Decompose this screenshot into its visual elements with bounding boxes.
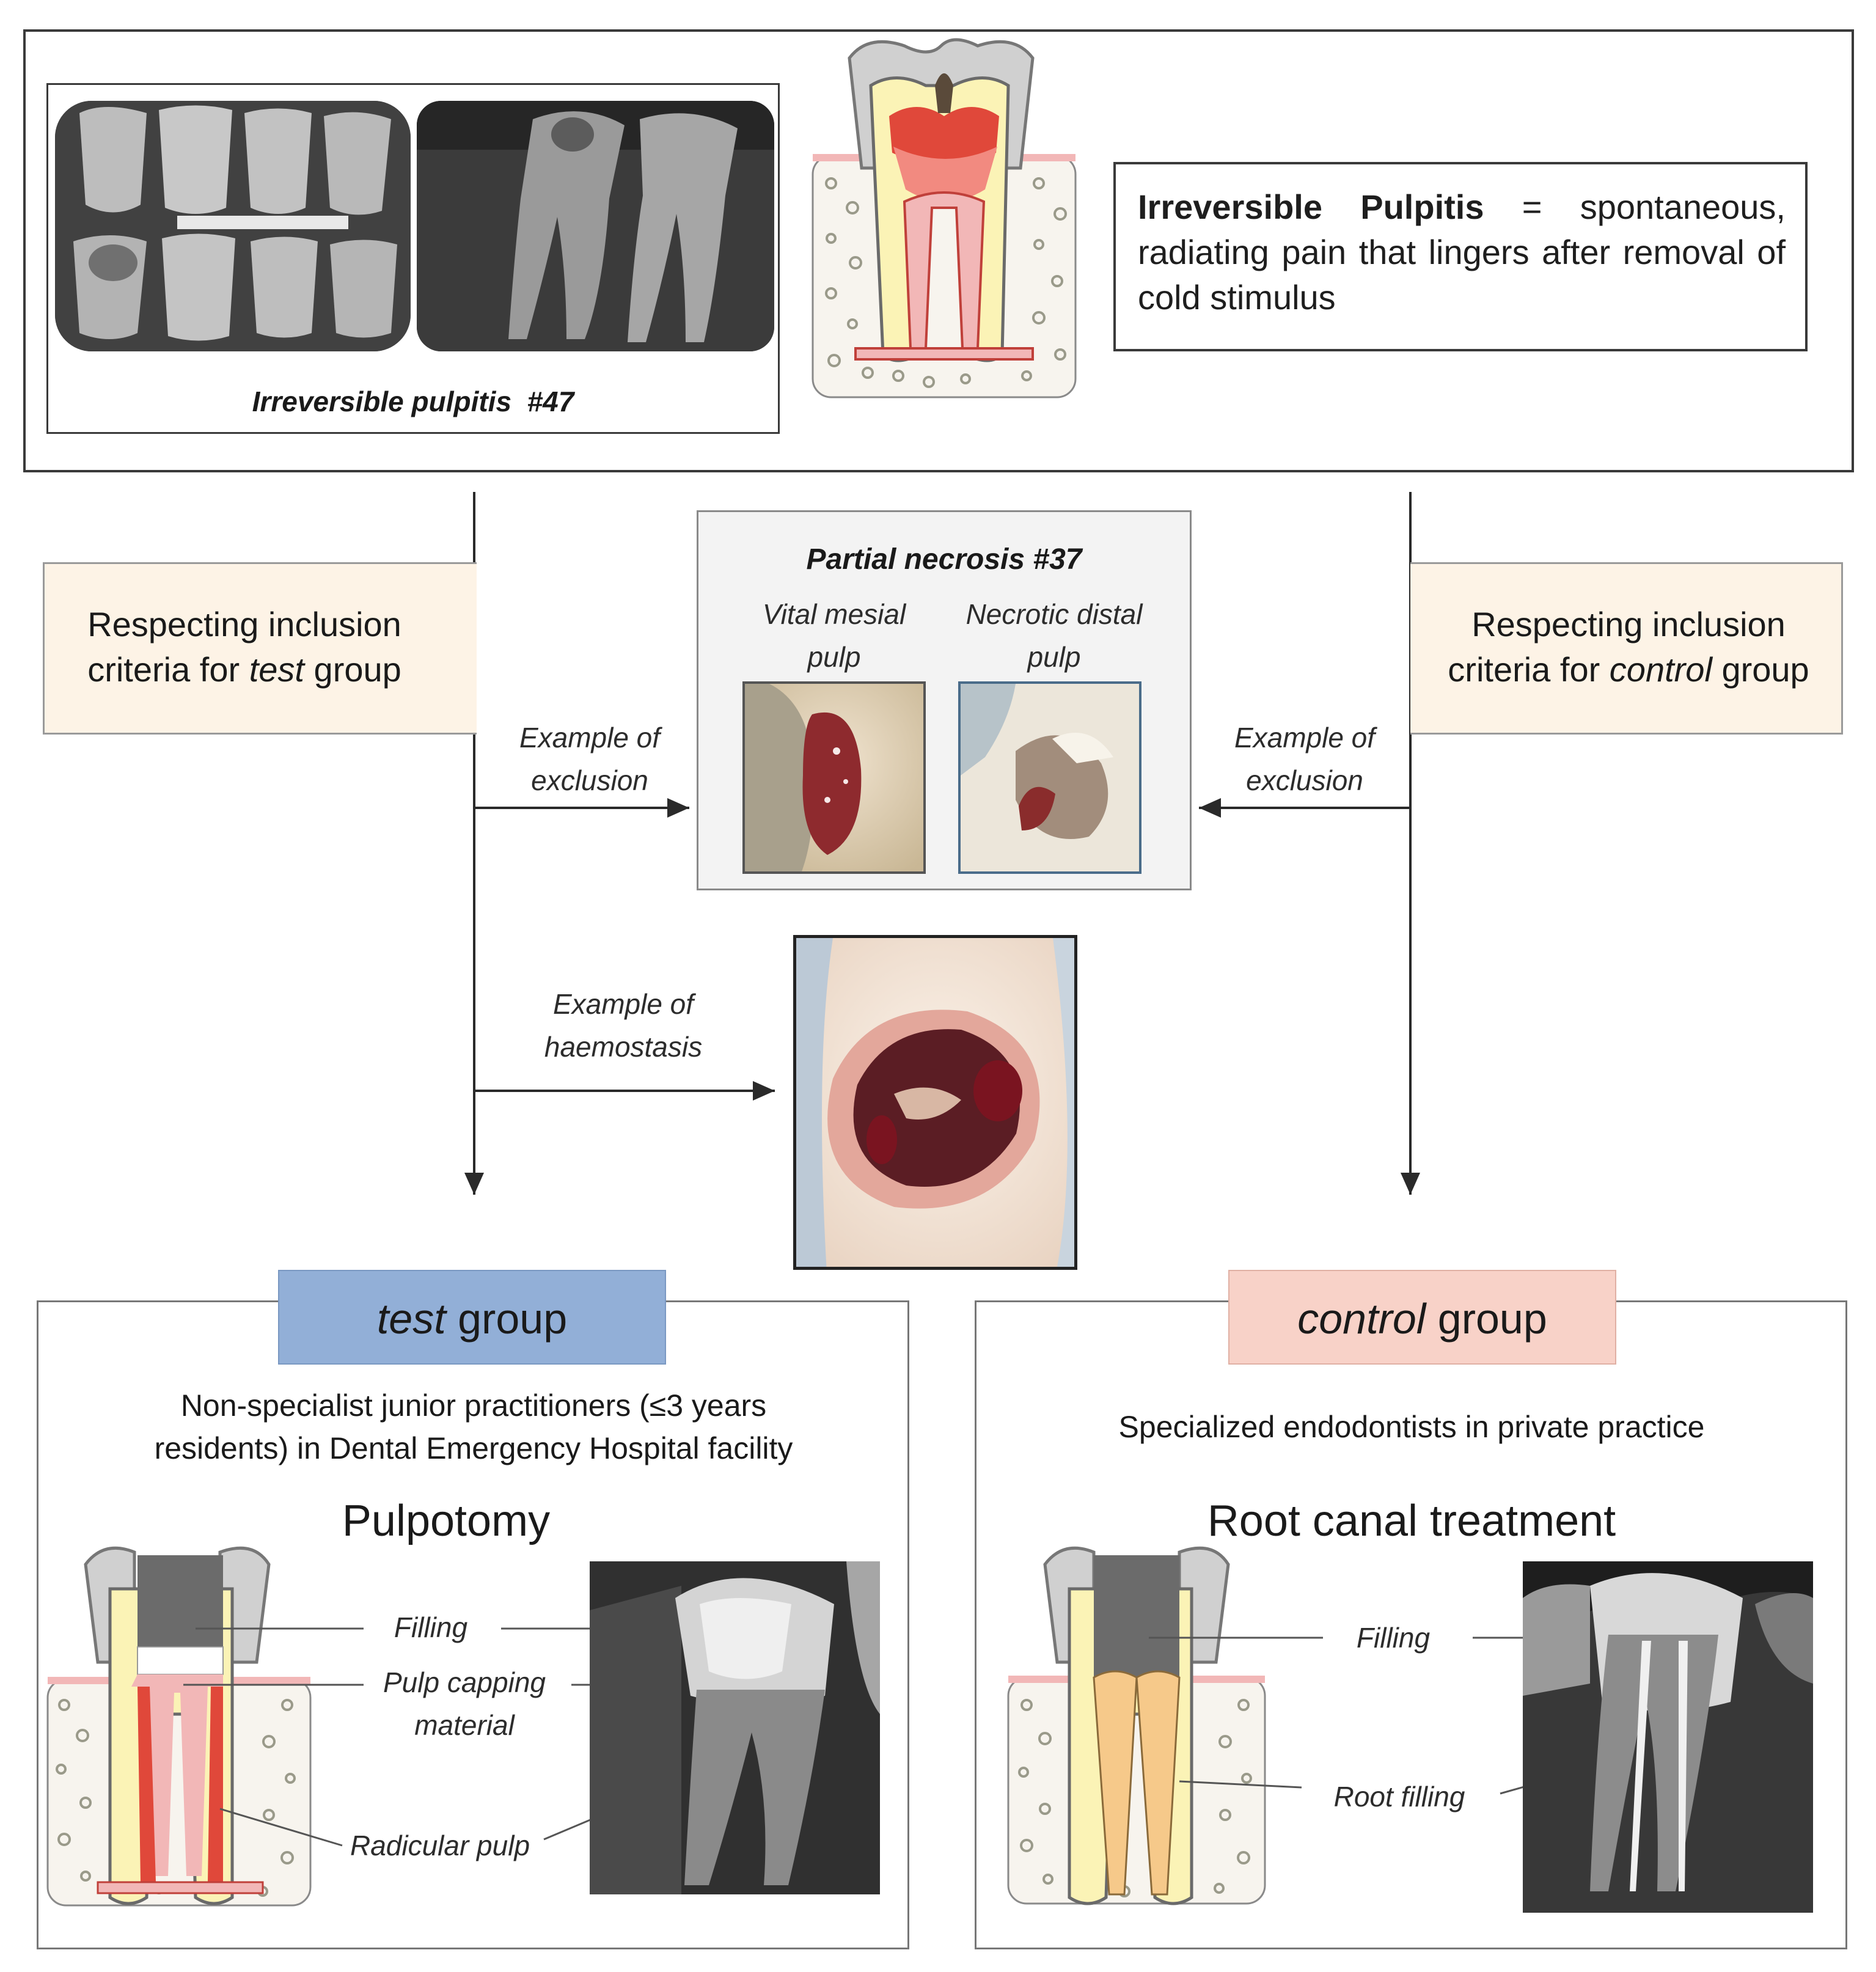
inclusion-test-text: Respecting inclusion criteria for test g… <box>49 602 440 692</box>
definition-term: Irreversible Pulpitis <box>1138 188 1484 226</box>
haemostasis-photo <box>793 935 1077 1270</box>
periapical-xray <box>417 101 774 351</box>
xray-caption: Irreversible pulpitis #47 <box>252 386 574 417</box>
test-procedure-title: Pulpotomy <box>342 1497 551 1545</box>
test-label-filling: Filling <box>394 1611 468 1643</box>
control-label-filling: Filling <box>1356 1622 1431 1654</box>
definition-body: = spontaneous, radiating pain that linge… <box>1138 188 1795 317</box>
test-group-description: Non-specialist junior practitioners (≤3 … <box>154 1388 793 1465</box>
pulpotomy-xray <box>590 1561 880 1894</box>
control-group-description: Specialized endodontists in private prac… <box>1118 1410 1705 1444</box>
inclusion-test-box <box>43 562 477 735</box>
root-canal-xray <box>1523 1561 1813 1913</box>
inclusion-test-line2: criteria for test group <box>87 650 401 689</box>
bitewing-xray <box>55 101 411 351</box>
test-group-title: test group <box>376 1295 568 1343</box>
test-group-tab <box>278 1270 666 1365</box>
inclusion-control-text: Respecting inclusion criteria for contro… <box>1424 602 1833 692</box>
necrotic-distal-photo <box>958 681 1141 874</box>
vital-mesial-photo <box>742 681 926 874</box>
definition-text: Irreversible Pulpitis = spontaneous, rad… <box>1138 185 1786 320</box>
control-procedure-title: Root canal treatment <box>1207 1497 1616 1545</box>
necrosis-title: Partial necrosis #37 <box>806 543 1082 576</box>
control-label-root-filling: Root filling <box>1333 1781 1465 1813</box>
definition-box <box>1113 162 1808 351</box>
test-label-radicular-pulp: Radicular pulp <box>350 1830 530 1861</box>
control-group-title: control group <box>1297 1295 1547 1343</box>
inclusion-test-line1: Respecting inclusion <box>87 605 401 643</box>
control-group-tab <box>1228 1270 1616 1365</box>
inclusion-control-line1: Respecting inclusion <box>1471 605 1786 643</box>
top-panel <box>23 29 1854 472</box>
inclusion-control-box <box>1410 562 1843 735</box>
inclusion-control-line2: criteria for control group <box>1448 650 1809 689</box>
xray-panel <box>46 83 780 434</box>
